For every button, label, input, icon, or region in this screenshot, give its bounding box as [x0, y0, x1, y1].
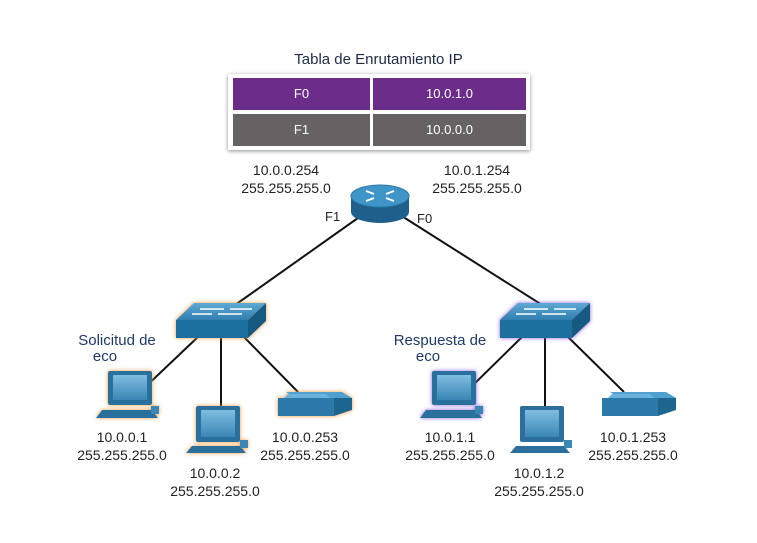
left-pc1-ip: 10.0.0.1 [96, 429, 148, 445]
router-right-mask: 255.255.255.0 [432, 180, 522, 196]
router-right-ip: 10.0.1.254 [443, 162, 511, 178]
right-switch-icon [500, 303, 590, 338]
left-pc2-ip: 10.0.0.2 [189, 465, 241, 481]
routing-table: F0 10.0.1.0 F1 10.0.0.0 [228, 74, 530, 150]
right-printer-ip: 10.0.1.253 [599, 429, 667, 445]
left-pc2-icon [186, 406, 248, 453]
left-printer-ip: 10.0.0.253 [271, 429, 339, 445]
right-printer-icon [602, 392, 676, 416]
left-pc1-icon [96, 371, 159, 418]
routing-row-2-iface: F1 [233, 114, 370, 146]
routing-table-title: Tabla de Enrutamiento IP [294, 51, 463, 68]
left-printer-icon [278, 392, 352, 416]
routing-row-1-iface: F0 [233, 78, 370, 110]
right-pc2-mask: 255.255.255.0 [494, 483, 584, 499]
right-pc1-icon [420, 371, 483, 418]
cable-router-left-switch [227, 212, 366, 311]
right-printer-mask: 255.255.255.0 [588, 447, 678, 463]
routing-row-1-network: 10.0.1.0 [373, 78, 526, 110]
router-iface-f1: F1 [325, 209, 341, 224]
right-lan-caption-line2: eco [415, 348, 441, 365]
left-lan-caption-line1: Solicitud de [78, 332, 156, 349]
right-pc1-ip: 10.0.1.1 [424, 429, 476, 445]
cable-left-printer [241, 334, 299, 393]
left-printer-mask: 255.255.255.0 [260, 447, 350, 463]
router-left-mask: 255.255.255.0 [241, 180, 331, 196]
left-switch-icon [176, 303, 266, 338]
router-icon [350, 184, 410, 223]
right-pc2-ip: 10.0.1.2 [513, 465, 565, 481]
left-pc1-mask: 255.255.255.0 [77, 447, 167, 463]
right-pc1-mask: 255.255.255.0 [405, 447, 495, 463]
cable-right-printer [565, 334, 625, 393]
right-lan-caption: Respuesta de eco [380, 333, 500, 365]
router-iface-f0: F0 [417, 211, 433, 226]
left-lan-caption: Solicitud de eco [62, 333, 172, 365]
left-lan-caption-line2: eco [92, 348, 118, 365]
right-pc2-icon [510, 406, 572, 453]
left-pc2-mask: 255.255.255.0 [170, 483, 260, 499]
right-lan-caption-line1: Respuesta de [393, 332, 487, 349]
router-left-ip: 10.0.0.254 [252, 162, 320, 178]
routing-row-2-network: 10.0.0.0 [373, 114, 526, 146]
cable-router-right-switch [396, 212, 551, 311]
